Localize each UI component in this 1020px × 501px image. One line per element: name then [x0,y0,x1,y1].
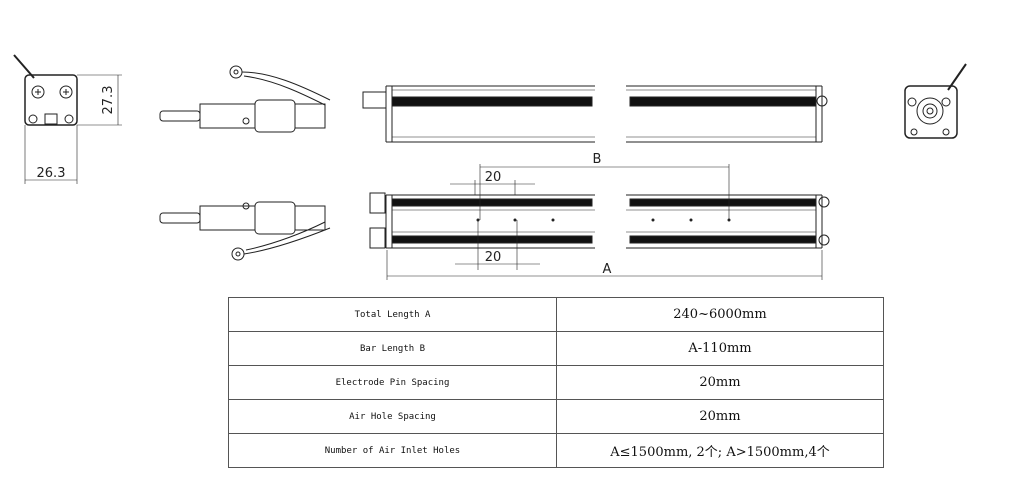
screw-icon [59,85,73,99]
spec-value: 240~6000mm [556,297,884,332]
end-width-label: 26.3 [37,166,66,181]
electrode-pins [476,218,731,222]
end-height-label: 27.3 [101,86,116,115]
spec-value: 20mm [556,399,884,434]
bottom-bar-view: B 20 20 A [369,152,830,280]
spec-value: A-110mm [556,331,884,366]
spec-label: Number of Air Inlet Holes [228,433,557,468]
right-end-view [904,63,967,139]
top-connector [159,65,331,133]
spec-label: Electrode Pin Spacing [228,365,557,400]
air-hole-spacing-label: 20 [485,250,502,265]
spec-label: Bar Length B [228,331,557,366]
spec-value: 20mm [556,365,884,400]
electrode-spacing-label: 20 [485,170,502,185]
spec-label: Total Length A [228,297,557,332]
total-length-label: A [603,262,612,277]
top-bar-view [362,85,828,143]
bar-length-label: B [593,152,602,167]
spec-label: Air Hole Spacing [228,399,557,434]
screw-icon [31,85,45,99]
bottom-connector [159,201,331,261]
left-end-view: 27.3 26.3 [13,54,122,184]
spec-value: A≤1500mm, 2个; A>1500mm,4个 [556,433,884,468]
